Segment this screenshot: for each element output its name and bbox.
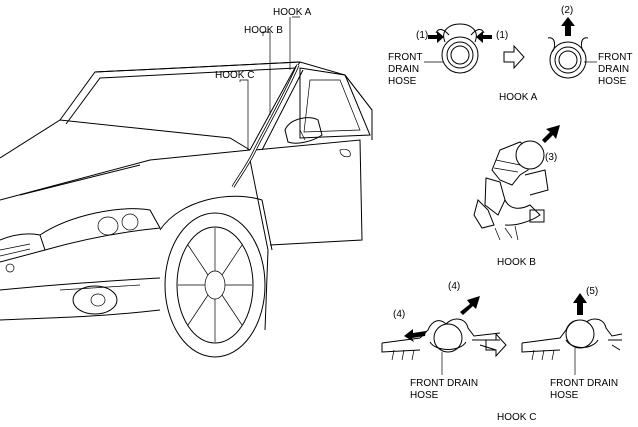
hook-a-after-front: FRONT [598, 52, 632, 63]
front-drain-hose-on-car [231, 64, 300, 188]
hook-a-after-hose: HOSE [598, 76, 627, 87]
car-hook-a-label: HOOK A [273, 7, 312, 18]
hook-a-hose: HOSE [388, 76, 417, 87]
arrow-left-icon [404, 329, 426, 342]
hook-c-front-drain: FRONT DRAIN [410, 378, 478, 389]
hook-a-caption: HOOK A [499, 92, 538, 103]
hook-c-after [521, 293, 623, 375]
hook-a-before [424, 23, 492, 74]
arrow-up-icon [561, 17, 575, 36]
hook-c-step-5: (5) [586, 286, 598, 297]
car-hook-b-label: HOOK B [244, 25, 283, 36]
hook-a-after [547, 17, 597, 79]
hook-a-step-1-left: (1) [416, 30, 428, 41]
hook-c-after-hose: HOSE [550, 390, 579, 401]
hook-a-after-drain: DRAIN [598, 64, 629, 75]
process-arrow-icon [503, 44, 525, 70]
arrow-up-right-icon [542, 125, 560, 143]
arrow-up-right-icon [460, 296, 480, 315]
process-arrow-icon [485, 332, 507, 358]
hook-b-step-3: (3) [545, 152, 557, 163]
hook-leader-lines [239, 16, 300, 150]
hook-c-step-4-right: (4) [448, 281, 460, 292]
arrow-left-icon [428, 31, 444, 43]
hook-c-step-4-left: (4) [393, 309, 405, 320]
hook-b-highlight [515, 140, 545, 170]
hook-a-step-2: (2) [561, 5, 573, 16]
arrow-up-icon [573, 293, 587, 315]
hook-c-caption: HOOK C [497, 412, 536, 423]
hook-c-before [381, 296, 501, 375]
hook-c-after-front-drain: FRONT DRAIN [550, 378, 618, 389]
car-illustration [0, 61, 373, 358]
hook-b-illustration [473, 125, 560, 241]
hook-c-hose: HOSE [410, 390, 439, 401]
car-hook-c-label: HOOK C [215, 70, 254, 81]
hook-a-step-1-right: (1) [496, 30, 508, 41]
hook-b-caption: HOOK B [497, 257, 536, 268]
hook-a-drain: DRAIN [388, 64, 419, 75]
arrow-right-icon [476, 31, 492, 43]
hook-a-front: FRONT [388, 52, 422, 63]
